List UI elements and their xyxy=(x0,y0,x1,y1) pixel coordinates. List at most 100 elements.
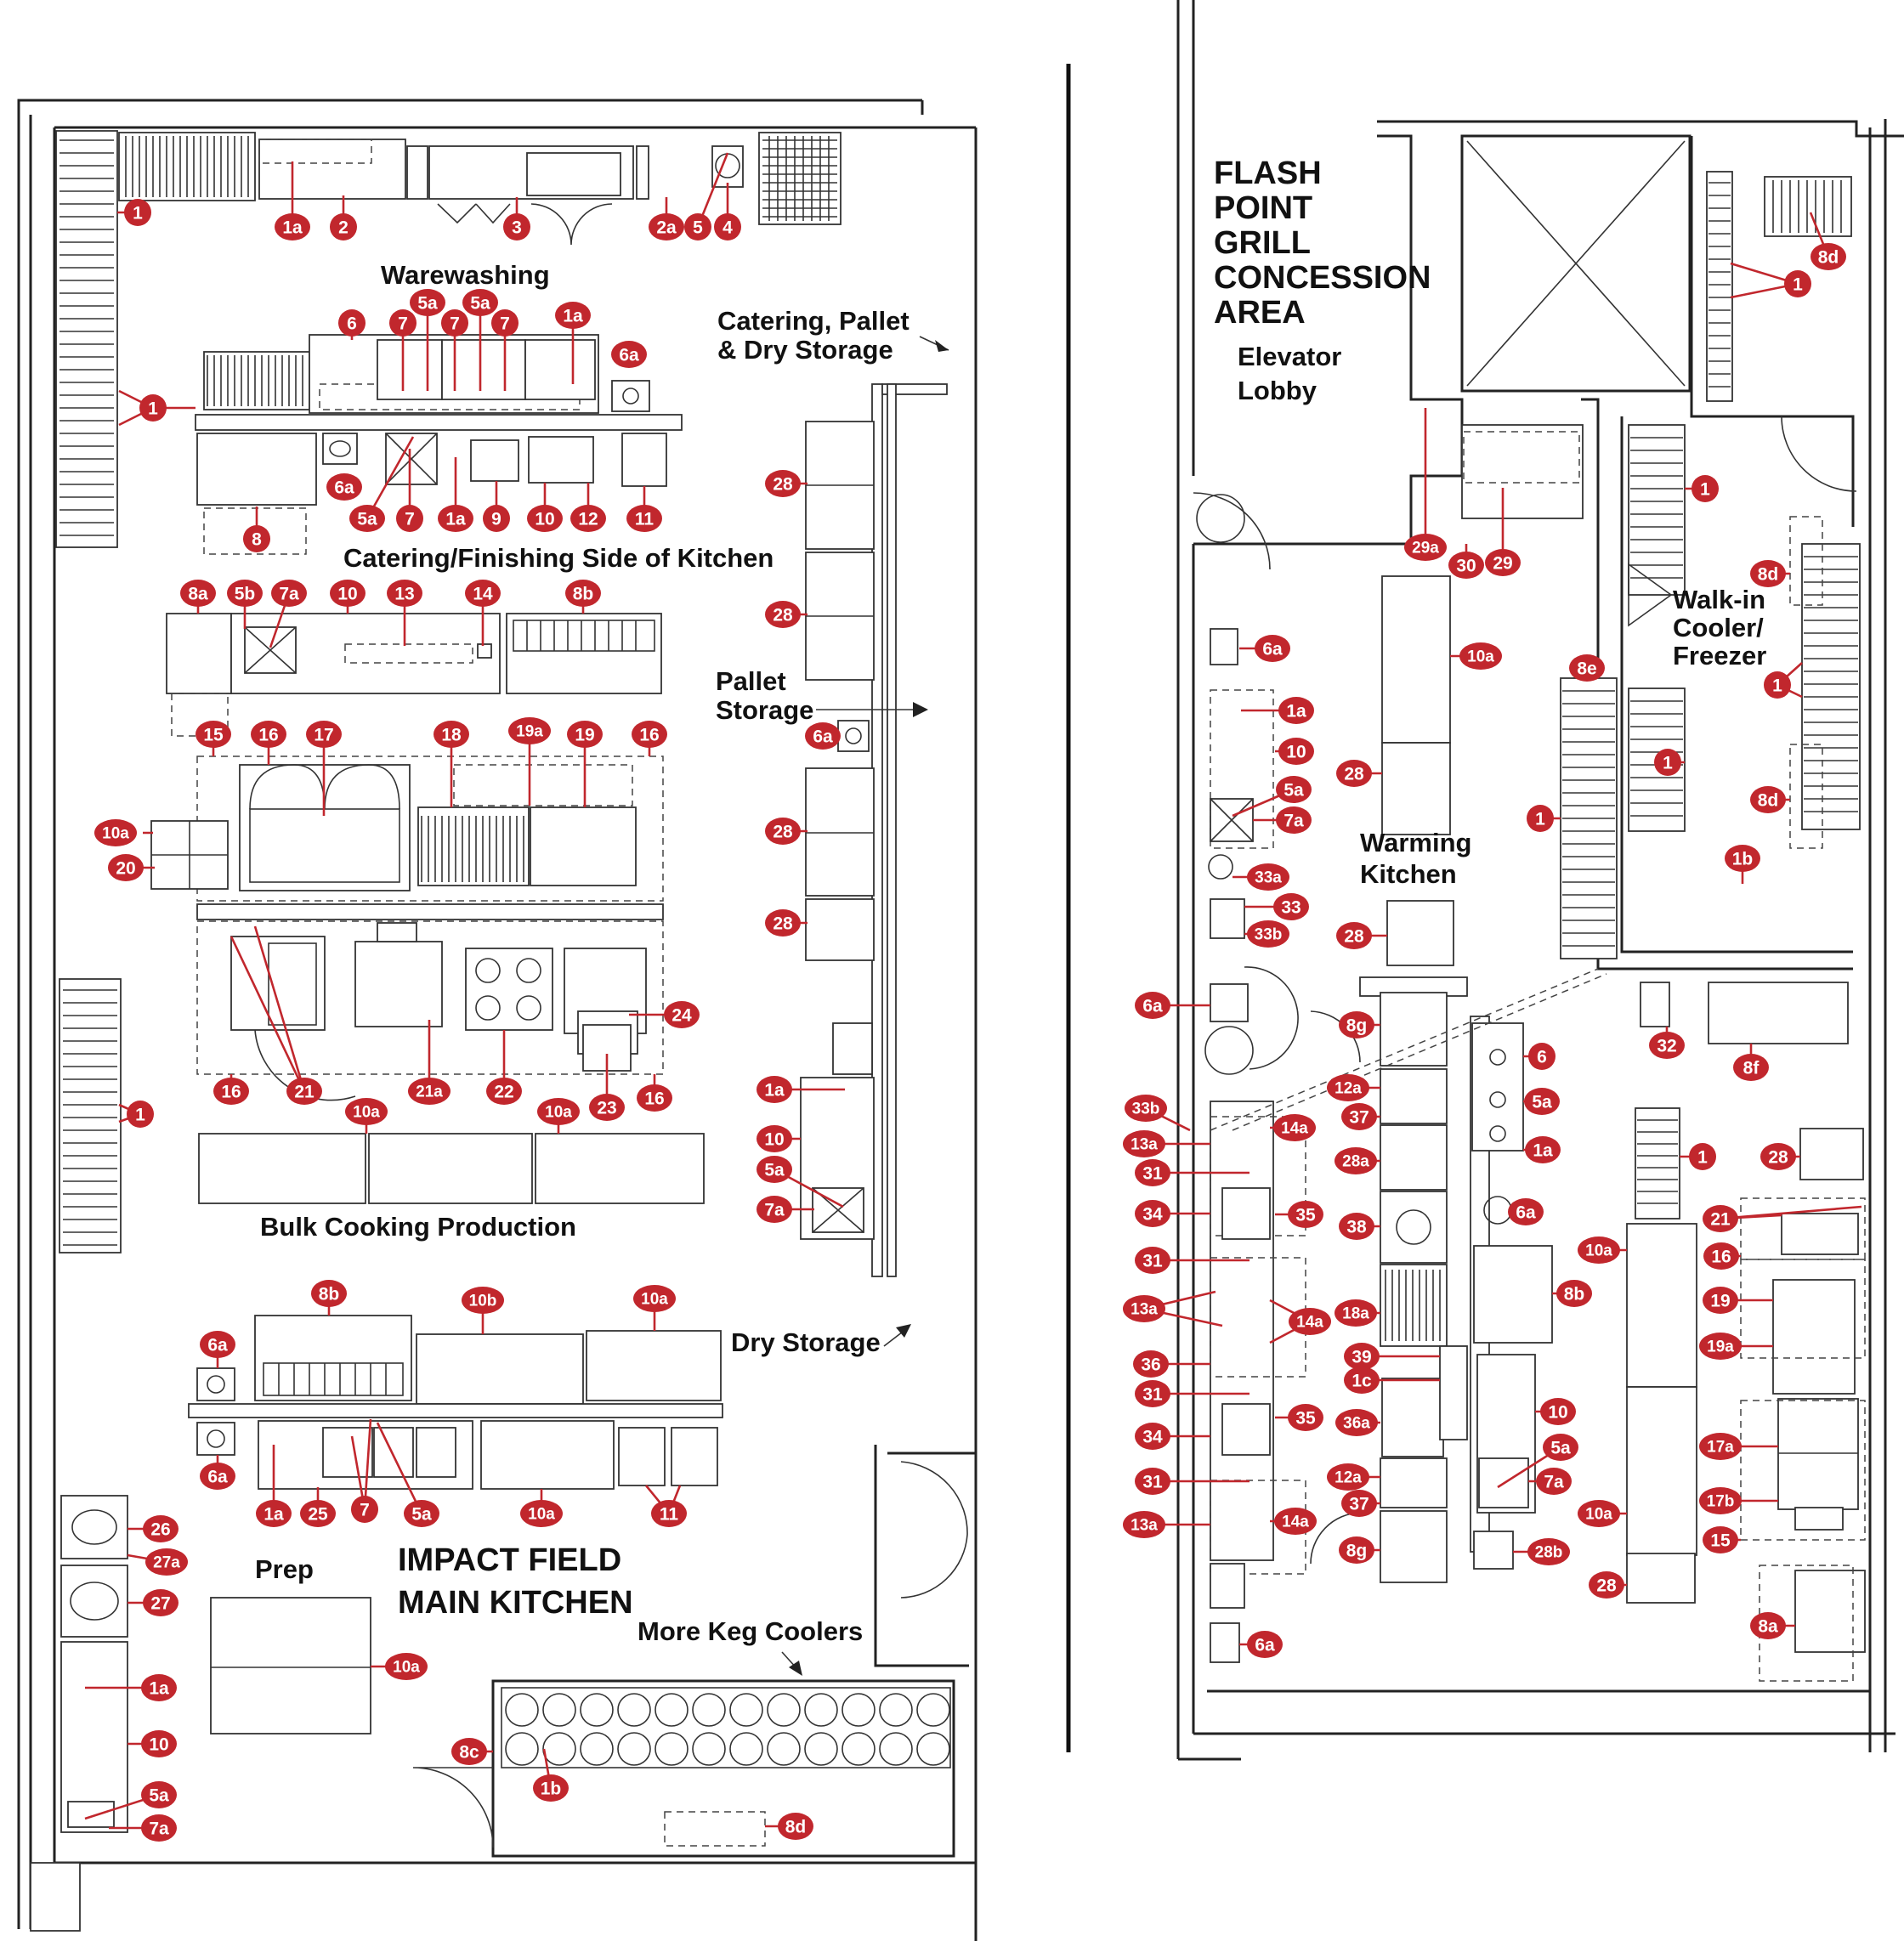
callout-badge-text: 1a xyxy=(563,307,583,326)
callout-badge-shape xyxy=(1578,1500,1620,1527)
callout-badge: 38 xyxy=(1339,1213,1374,1240)
callout-badge-shape xyxy=(1334,1147,1377,1174)
callout-badge: 7 xyxy=(389,309,416,337)
callout-badge: 35 xyxy=(1288,1404,1323,1431)
callout-badge: 7a xyxy=(756,1196,792,1223)
callout-badge-text: 8d xyxy=(1758,791,1779,811)
callout-badge: 21a xyxy=(408,1078,450,1105)
callout-badge-shape xyxy=(1649,1032,1685,1059)
callout-badge-shape xyxy=(300,1500,336,1527)
callout-badge: 13a xyxy=(1123,1295,1165,1322)
callout-badge-text: 14a xyxy=(1282,1514,1309,1531)
callout-badge-text: 14a xyxy=(1296,1314,1323,1332)
callout-badge-text: 6a xyxy=(1516,1203,1536,1223)
callout-badge-shape xyxy=(1274,1508,1317,1535)
callout-badge-shape xyxy=(387,580,422,607)
callout-badge: 8c xyxy=(451,1738,487,1765)
callout-badge-text: 19 xyxy=(1710,1292,1730,1311)
callout-badge-shape xyxy=(256,1500,292,1527)
callout-badge: 31 xyxy=(1135,1247,1170,1274)
callout-badge: 18a xyxy=(1334,1299,1377,1327)
callout-badge-text: 19a xyxy=(1707,1338,1734,1356)
callout-badge: 10a xyxy=(633,1285,676,1312)
callout-badge: 10a xyxy=(537,1098,580,1125)
callout-badge: 8b xyxy=(1556,1280,1592,1307)
callout-badge-shape xyxy=(632,721,667,748)
callout-badge-text: 2 xyxy=(338,218,348,238)
prep-counters xyxy=(188,1315,723,1490)
callout-badge-shape xyxy=(141,1814,177,1842)
callout-badge-text: 28 xyxy=(773,914,793,934)
label-warewashing: Warewashing xyxy=(381,260,550,290)
callout-badge-text: 16 xyxy=(1711,1248,1731,1267)
callout-badge-text: 10a xyxy=(393,1659,420,1677)
callout-badge-shape xyxy=(180,580,216,607)
label-catering-storage: Catering, Pallet& Dry Storage xyxy=(717,306,910,365)
callout-badge: 6a xyxy=(326,473,362,501)
callout-badge-text: 6a xyxy=(813,727,833,747)
callout-badge-shape xyxy=(451,1738,487,1765)
callout-badge: 39 xyxy=(1344,1343,1380,1370)
callout-badge: 9 xyxy=(483,505,510,532)
callout-badge-shape xyxy=(555,302,591,329)
callout-badge-shape xyxy=(404,1500,439,1527)
callout-badge-text: 37 xyxy=(1349,1495,1368,1514)
callout-badge-text: 8e xyxy=(1577,659,1596,679)
callout-badge: 35 xyxy=(1288,1201,1323,1228)
callout-badge: 8d xyxy=(778,1813,813,1840)
callout-badge-text: 1b xyxy=(1732,850,1754,869)
callout-badge-shape xyxy=(351,1496,378,1523)
callout-badge-text: 10a xyxy=(1467,648,1494,666)
callout-badge: 7a xyxy=(1536,1468,1572,1495)
callout-badge-shape xyxy=(1699,1333,1742,1360)
callout-badge-text: 2a xyxy=(656,218,677,238)
callout-badge: 14a xyxy=(1274,1508,1317,1535)
callout-badge-shape xyxy=(1247,863,1289,891)
callout-badge-text: 10 xyxy=(149,1735,168,1755)
callout-badge: 1c xyxy=(1344,1367,1380,1394)
callout-badge: 34 xyxy=(1135,1423,1170,1450)
callout-badge-shape xyxy=(465,580,501,607)
callout-badge-text: 1 xyxy=(1772,676,1782,696)
callout-badge-shape xyxy=(200,1331,235,1358)
callout-badge-shape xyxy=(1654,749,1681,776)
callout-badge: 4 xyxy=(714,213,741,241)
callout-badge-shape xyxy=(503,213,530,241)
catering-finishing-equipment xyxy=(166,613,662,737)
callout-badge-shape xyxy=(756,1125,792,1152)
callout-badge-text: 29 xyxy=(1493,554,1512,574)
callout-badge: 3 xyxy=(503,213,530,241)
callout-badge-text: 33a xyxy=(1255,869,1282,887)
callout-badge: 5a xyxy=(756,1156,792,1183)
callout-badge-text: 8b xyxy=(1564,1285,1585,1304)
callout-badge: 10a xyxy=(94,819,137,846)
area-labels: Warewashing Catering, Pallet& Dry Storag… xyxy=(255,156,1766,1646)
callout-badge-text: 7a xyxy=(764,1201,785,1220)
left-wall-racks xyxy=(55,130,122,1253)
callout-badge-shape xyxy=(330,213,357,241)
callout-badge: 28 xyxy=(765,601,801,628)
callout-badge-text: 28 xyxy=(1344,765,1364,784)
callout-badge-text: 17 xyxy=(314,726,333,745)
callout-badge-text: 8d xyxy=(785,1818,807,1837)
callout-badge-text: 6a xyxy=(207,1468,228,1487)
callout-badge: 18 xyxy=(434,721,469,748)
callout-badge-text: 1a xyxy=(282,218,303,238)
callout-badge: 7a xyxy=(1276,806,1312,834)
callout-badge-text: 5a xyxy=(357,510,377,529)
callout-badge-text: 34 xyxy=(1142,1428,1163,1447)
callout-badge-shape xyxy=(1485,549,1521,576)
callout-badge: 5a xyxy=(349,505,385,532)
callout-badge: 14a xyxy=(1273,1114,1316,1141)
callout-badge: 28 xyxy=(765,470,801,497)
callout-badge-text: 6a xyxy=(334,478,354,498)
callout-badge-shape xyxy=(94,819,137,846)
callout-badge-text: 12 xyxy=(578,510,598,529)
callout-badge: 1a xyxy=(756,1076,792,1103)
callout-badge: 1 xyxy=(1764,671,1791,699)
callout-badge-text: 6a xyxy=(1255,1636,1275,1655)
callout-badge-shape xyxy=(330,580,366,607)
callout-badge-text: 13a xyxy=(1130,1301,1158,1319)
callout-badge: 10a xyxy=(345,1098,388,1125)
